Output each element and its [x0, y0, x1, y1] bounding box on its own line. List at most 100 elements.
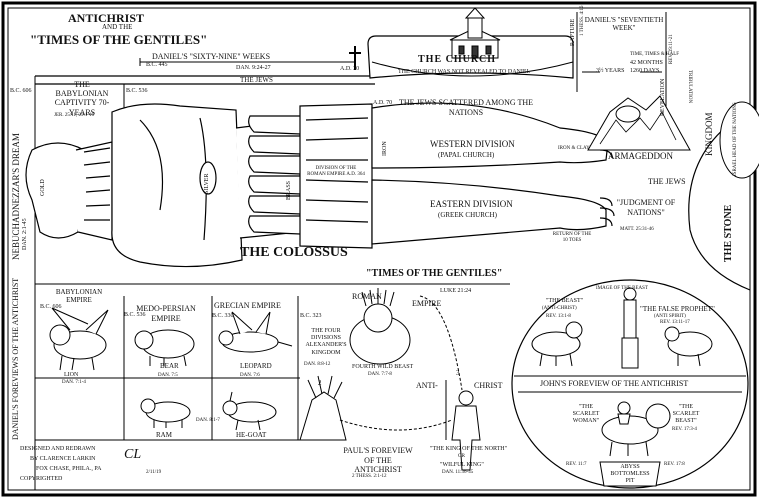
bottomless-label: BOTTOMLESS [610, 471, 650, 477]
scarlet-beast: "THE SCARLET BEAST" [672, 404, 700, 425]
pauls-foreview: PAUL'S FOREVIEW OF THE ANTICHRIST [343, 446, 413, 475]
bc445-label: B.C. 445 [146, 62, 168, 68]
judgment-nations: "JUDGMENT OF NATIONS" [616, 198, 676, 217]
stone-kingdom-arc [688, 109, 751, 291]
title-line2: AND THE [102, 23, 133, 31]
fourth-beast [349, 288, 411, 365]
ram-beast [140, 398, 191, 428]
luke-ref: LUKE 21:24 [440, 288, 472, 294]
eastern-division: EASTERN DIVISION [430, 199, 513, 209]
he-goat-beast [222, 391, 277, 431]
bc606-lower: B.C. 606 [40, 304, 62, 310]
scarlet-beast [601, 401, 671, 457]
credit-line1: DESIGNED AND REDRAWN [20, 446, 96, 452]
bc330-label: B.C. 330 [212, 313, 234, 319]
times-of-gentiles: "TIMES OF THE GENTILES" [366, 268, 503, 279]
the-jews-right: THE JEWS [648, 177, 686, 186]
rapture-label: RAPTURE [570, 18, 576, 46]
title-line1: ANTICHRIST [68, 11, 145, 25]
credit-date: 2/11/19 [146, 470, 162, 475]
forty-two-months: 42 MONTHS [630, 60, 663, 66]
ad70-label: A.D. 70 [373, 100, 393, 106]
brass-label: BRASS [286, 180, 292, 200]
division-roman: DIVISION OF THE ROMAN EMPIRE A.D. 364 [307, 166, 365, 177]
dan8-label: DAN. 8:1-7 [196, 418, 220, 423]
paul-link-line [339, 419, 453, 431]
lion-ref: DAN. 7:1-4 [62, 380, 86, 385]
or-label: OR [458, 454, 465, 459]
medo-persian: MEDO-PERSIAN EMPIRE [136, 304, 196, 323]
beard-lines [83, 147, 111, 221]
return-ten-toes: RETURN OF THE 10 TOES [552, 232, 592, 243]
falling-stone [615, 105, 641, 123]
pit-label: PIT [625, 478, 635, 484]
roman-to-antichrist-line [419, 295, 463, 391]
king-north: "THE KING OF THE NORTH" [430, 446, 508, 452]
false-prophet: "THE FALSE PROPHET" [640, 305, 715, 313]
leopard-ref: DAN. 7:6 [240, 373, 260, 378]
babylonian-empire: BABYLONIAN EMPIRE [55, 288, 103, 305]
grecian-empire: GRECIAN EMPIRE [214, 301, 281, 310]
the-colossus: THE COLOSSUS [240, 245, 348, 260]
roman-label: ROMAN [352, 292, 382, 301]
false-ref: REV. 13:11-17 [660, 320, 690, 325]
ad30-label: A.D. 30 [340, 66, 360, 72]
the-jews-top: THE JEWS [240, 76, 273, 84]
bear-label: BEAR [160, 362, 179, 370]
greek-church: (GREEK CHURCH) [438, 211, 497, 219]
abyss-label: ABYSS [620, 464, 640, 470]
lower-toes [599, 197, 615, 227]
johns-circle [511, 279, 749, 489]
nebuchadnezzar-dream: NEBUCHADNEZZAR'S DREAM [11, 133, 21, 260]
lion-beast [49, 307, 109, 371]
silver-label: SILVER [204, 173, 210, 194]
daniels-foreview: DANIEL'S FOREVIEWS OF THE ANTICHRIST [11, 277, 20, 440]
nebuchadnezzar-ref: DAN. 2:1-45 [22, 218, 28, 250]
beast-sub: (ANTI-CHRIST) [542, 306, 577, 311]
iron-label: IRON [382, 141, 388, 156]
the-beast-label: "THE BEAST" [546, 298, 584, 304]
upper-leg [371, 102, 609, 169]
beast-ref: REV. 13:1-8 [546, 314, 571, 319]
israel-head-circle [719, 101, 759, 179]
papal-church: (PAPAL CHURCH) [438, 151, 495, 159]
lion-label: LION [64, 372, 79, 378]
tribulation-label: TRIBULATION [687, 70, 692, 104]
bear-beast [134, 329, 195, 367]
revelation-label: REVELATION [660, 78, 666, 116]
church-building [449, 7, 501, 59]
bc536-top: B.C. 536 [126, 88, 148, 94]
sixty-nine-weeks-label: DANIEL'S "SIXTY-NINE" WEEKS [152, 52, 271, 61]
sixty-nine-ref: DAN. 9:24-27 [236, 65, 271, 71]
colossus-chest [111, 103, 243, 268]
time-times: TIME, TIMES & HALF [630, 52, 680, 57]
bc536-lower: B.C. 536 [124, 312, 146, 318]
false-sub: (ANTI SPIRIT) [654, 314, 686, 319]
colossus-figure [25, 102, 615, 268]
four-divisions: THE FOUR DIVISIONS ALEXANDER'S KINGDOM [305, 328, 347, 356]
bc606-top: B.C. 606 [10, 88, 32, 94]
rev-left: REV. 11:7 [566, 462, 587, 467]
he-goat-label: HE-GOAT [236, 431, 267, 439]
wilful-ref: DAN. 11:36-45 [442, 470, 474, 475]
inner-frame [7, 7, 751, 491]
babylonian-captivity: THE BABYLONIAN CAPTIVITY 70-YEARS [54, 80, 110, 117]
credit-line3: FOX CHASE, PHILA., PA [36, 466, 102, 472]
lamb-beast [664, 326, 713, 367]
leopard-label: LEOPARD [240, 362, 272, 370]
leopard-beast [218, 311, 293, 353]
antichrist-figure [445, 380, 481, 471]
armageddon-label: ARMAGEDDON [608, 151, 673, 161]
bc323-label: B.C. 323 [300, 313, 322, 319]
the-stone: THE STONE [723, 204, 734, 262]
ram-label: RAM [156, 431, 172, 439]
babylonian-ref: JER. 25:11, 29:1-10 [54, 113, 95, 118]
four-horned-goat [299, 375, 347, 441]
empire-label: EMPIRE [412, 299, 442, 308]
credit-line2: BY CLARENCE LARKIN [30, 456, 96, 462]
seven-headed-beast [531, 321, 583, 367]
church-arc [371, 61, 574, 77]
rev-right: REV. 17:8 [664, 462, 685, 467]
